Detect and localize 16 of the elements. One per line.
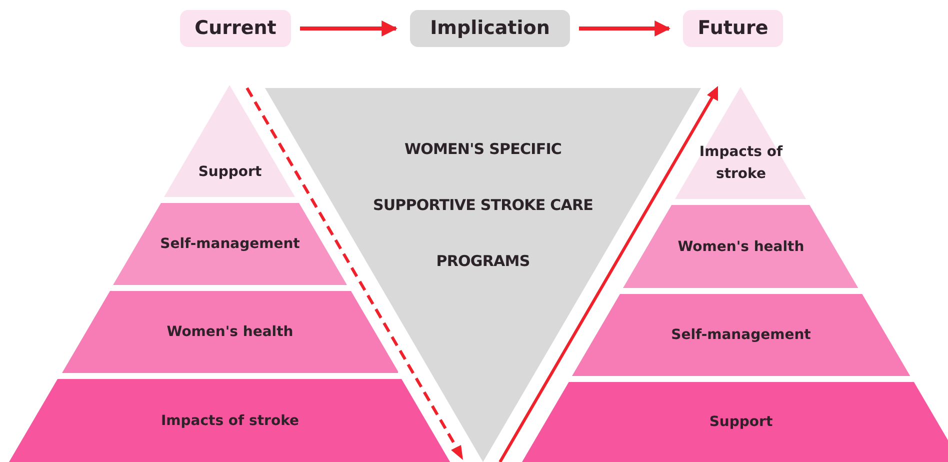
program-text: WOMEN'S SPECIFIC	[404, 139, 562, 160]
stage-label: Implication	[410, 10, 570, 47]
layer-label: Impacts of stroke	[160, 412, 299, 430]
layer-label: Women's health	[166, 323, 294, 342]
layer-label: Women's health	[678, 238, 804, 256]
stage-label: Future	[683, 10, 783, 47]
layer-label: Support	[198, 163, 262, 182]
layer-label: Self-management	[671, 326, 811, 345]
arrow	[579, 20, 671, 36]
program-text: PROGRAMS	[436, 251, 530, 272]
arrow	[300, 20, 398, 36]
stage-label: Current	[180, 10, 291, 47]
layer-label: Support	[709, 413, 773, 432]
layer-label: Impacts of stroke	[698, 143, 784, 184]
layer-label: Self-management	[160, 235, 300, 254]
program-text: SUPPORTIVE STROKE CARE	[372, 195, 594, 216]
